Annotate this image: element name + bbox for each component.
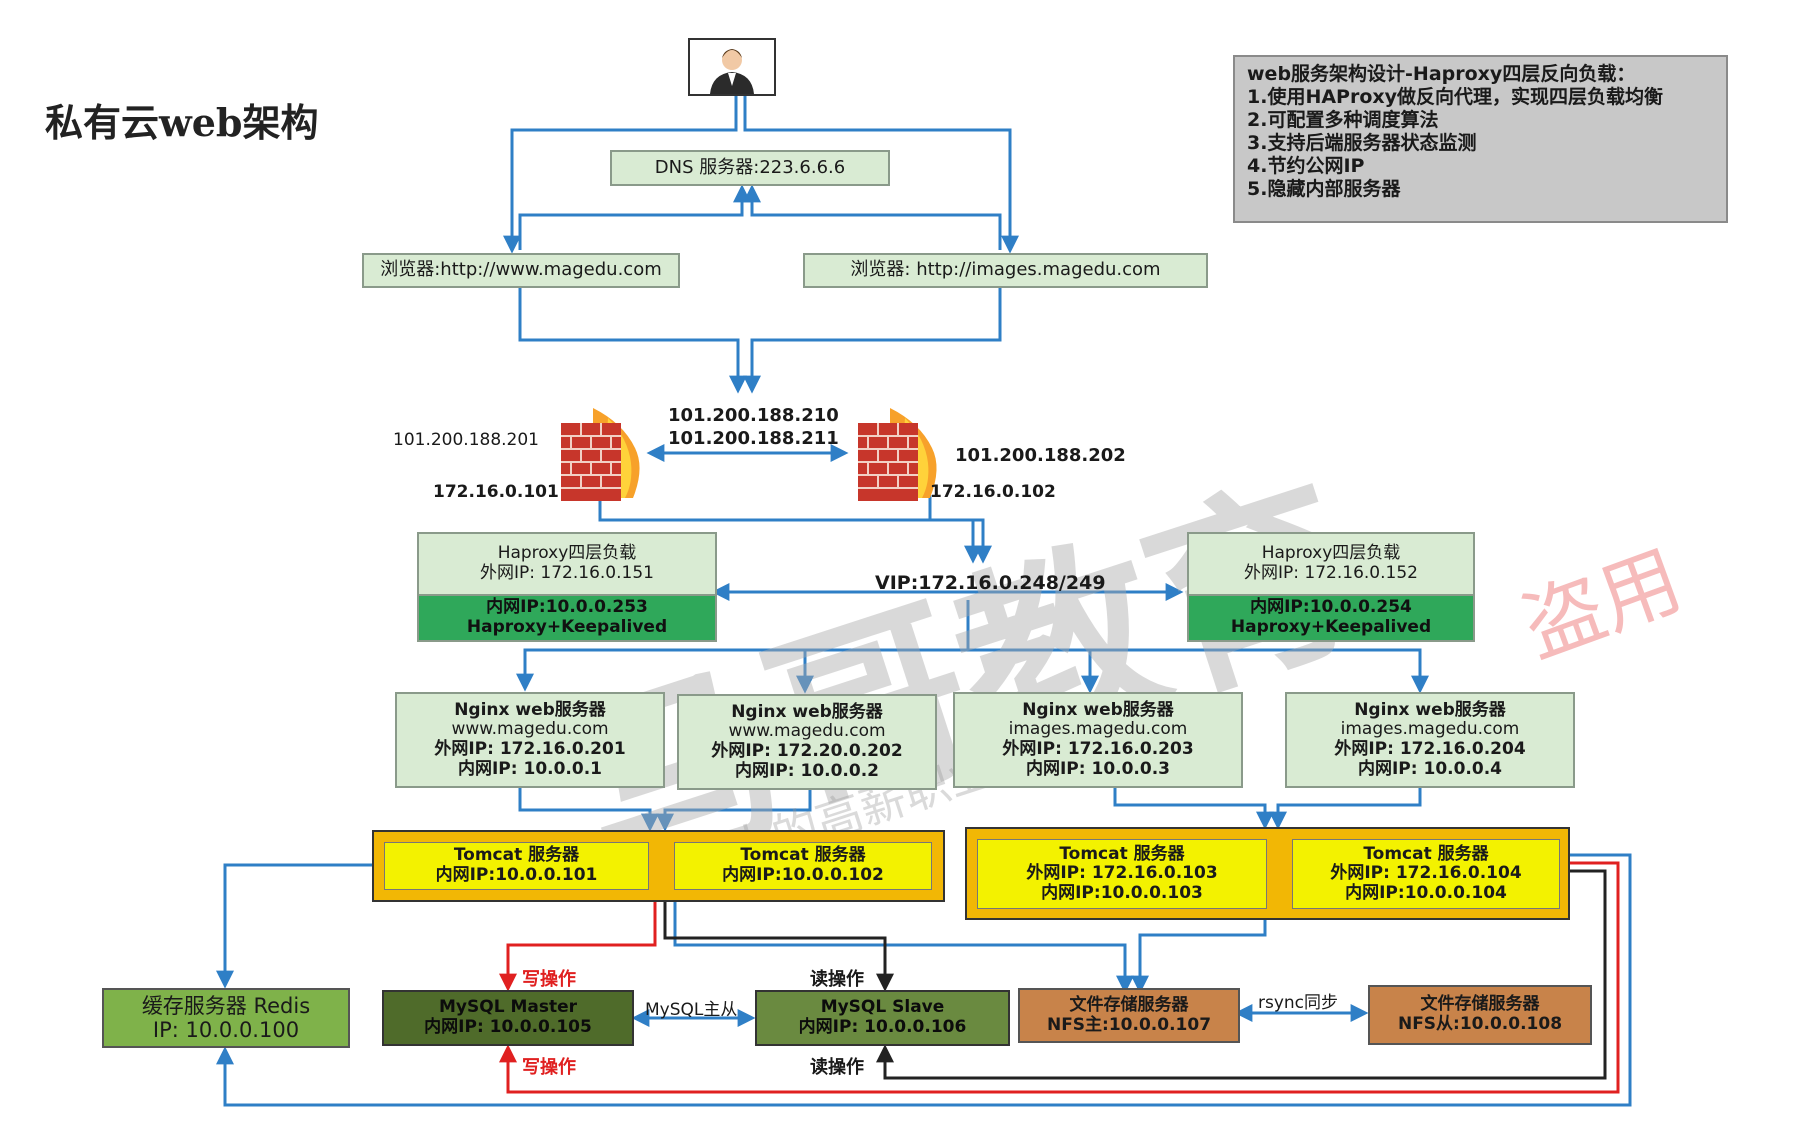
firewall-icon — [553, 398, 653, 508]
haproxy-ext-ip: 外网IP: 172.16.0.152 — [1244, 563, 1418, 583]
nginx-server-2: Nginx web服务器 www.magedu.com 外网IP: 172.20… — [677, 694, 937, 790]
mysql-slave-ip: 内网IP: 10.0.0.106 — [798, 1017, 967, 1037]
nginx-server-4: Nginx web服务器 images.magedu.com 外网IP: 172… — [1285, 692, 1575, 788]
nginx-int-ip: 内网IP: 10.0.0.2 — [734, 760, 880, 781]
browser-images: 浏览器: http://images.magedu.com — [803, 253, 1208, 288]
haproxy-title: Haproxy四层负载 — [1261, 543, 1401, 564]
nginx-title: Nginx web服务器 — [731, 701, 883, 722]
tomcat-int-ip: 内网IP:10.0.0.101 — [435, 865, 598, 885]
browser-label: 浏览器: http://images.magedu.com — [850, 259, 1161, 281]
nginx-int-ip: 内网IP: 10.0.0.1 — [457, 758, 603, 779]
redis-server: 缓存服务器 Redis IP: 10.0.0.100 — [102, 988, 350, 1048]
dns-server: DNS 服务器:223.6.6.6 — [610, 150, 890, 186]
nginx-int-ip: 内网IP: 10.0.0.4 — [1357, 758, 1503, 779]
nginx-int-ip: 内网IP: 10.0.0.3 — [1025, 758, 1171, 779]
legend-title: web服务架构设计-Haproxy四层反向负载： — [1247, 63, 1636, 85]
haproxy-node-2: Haproxy四层负载 外网IP: 172.16.0.152 内网IP:10.0… — [1187, 532, 1475, 642]
nginx-ext-ip: 外网IP: 172.20.0.202 — [711, 741, 903, 761]
user-icon — [688, 38, 776, 96]
legend-box: web服务架构设计-Haproxy四层反向负载： 1.使用HAProxy做反向代… — [1233, 55, 1728, 223]
nfs-slave-ip: NFS从:10.0.0.108 — [1397, 1014, 1563, 1034]
mysql-master: MySQL Master 内网IP: 10.0.0.105 — [382, 990, 634, 1046]
redis-ip: IP: 10.0.0.100 — [152, 1018, 300, 1042]
legend-item: 5.隐藏内部服务器 — [1247, 178, 1401, 200]
mysql-master-ip: 内网IP: 10.0.0.105 — [424, 1017, 592, 1037]
legend-item: 1.使用HAProxy做反向代理，实现四层负载均衡 — [1247, 86, 1664, 108]
mysql-slave: MySQL Slave 内网IP: 10.0.0.106 — [755, 990, 1010, 1046]
haproxy-title: Haproxy四层负载 — [497, 543, 637, 564]
dns-label: DNS 服务器:223.6.6.6 — [654, 156, 846, 178]
firewall-shared-ip: 101.200.188.211 — [668, 428, 839, 449]
haproxy-role: Haproxy+Keepalived — [1230, 617, 1432, 637]
firewall-shared-ip: 101.200.188.210 — [668, 405, 839, 426]
tomcat-title: Tomcat 服务器 — [453, 845, 580, 866]
nginx-domain: www.magedu.com — [728, 721, 886, 742]
nfs-slave: 文件存储服务器 NFS从:10.0.0.108 — [1368, 985, 1592, 1045]
nfs-master: 文件存储服务器 NFS主:10.0.0.107 — [1018, 988, 1240, 1043]
nginx-domain: images.magedu.com — [1008, 719, 1188, 740]
tomcat-ext-ip: 外网IP: 172.16.0.104 — [1330, 863, 1522, 884]
nginx-ext-ip: 外网IP: 172.16.0.201 — [434, 739, 626, 759]
write-op-label: 写操作 — [522, 969, 576, 990]
vip-label: VIP:172.16.0.248/249 — [875, 572, 1106, 594]
firewall-right-private-ip: 172.16.0.102 — [930, 482, 1056, 502]
nginx-title: Nginx web服务器 — [1354, 699, 1506, 720]
nginx-title: Nginx web服务器 — [1022, 699, 1174, 720]
nginx-title: Nginx web服务器 — [454, 699, 606, 720]
tomcat-title: Tomcat 服务器 — [740, 845, 866, 866]
tomcat-group-left: Tomcat 服务器 内网IP:10.0.0.101 Tomcat 服务器 内网… — [372, 830, 945, 902]
tomcat-server-2: Tomcat 服务器 内网IP:10.0.0.102 — [674, 842, 932, 890]
nfs-sync-label: rsync同步 — [1258, 993, 1339, 1013]
nfs-slave-title: 文件存储服务器 — [1420, 994, 1540, 1015]
haproxy-ext-ip: 外网IP: 172.16.0.151 — [480, 563, 654, 583]
browser-label: 浏览器:http://www.magedu.com — [380, 259, 662, 281]
mysql-master-title: MySQL Master — [439, 997, 577, 1018]
nginx-ext-ip: 外网IP: 172.16.0.203 — [1002, 739, 1194, 759]
nfs-master-ip: NFS主:10.0.0.107 — [1046, 1014, 1212, 1035]
firewall-left-private-ip: 172.16.0.101 — [433, 482, 559, 502]
tomcat-group-right: Tomcat 服务器 外网IP: 172.16.0.103 内网IP:10.0.… — [965, 827, 1570, 920]
page-title: 私有云web架构 — [45, 100, 319, 145]
legend-item: 2.可配置多种调度算法 — [1247, 109, 1439, 131]
legend-item: 3.支持后端服务器状态监测 — [1247, 132, 1477, 154]
legend-item: 4.节约公网IP — [1247, 155, 1365, 177]
firewall-icon — [850, 398, 950, 508]
redis-title: 缓存服务器 Redis — [141, 993, 311, 1018]
tomcat-int-ip: 内网IP:10.0.0.104 — [1345, 882, 1507, 903]
mysql-slave-title: MySQL Slave — [820, 997, 945, 1018]
mysql-replication-label: MySQL主从 — [645, 1000, 738, 1020]
tomcat-server-1: Tomcat 服务器 内网IP:10.0.0.101 — [384, 842, 649, 890]
tomcat-title: Tomcat 服务器 — [1363, 843, 1489, 864]
nginx-server-1: Nginx web服务器 www.magedu.com 外网IP: 172.16… — [395, 692, 665, 788]
tomcat-ext-ip: 外网IP: 172.16.0.103 — [1026, 863, 1218, 884]
firewall-left-public-ip: 101.200.188.201 — [393, 430, 540, 450]
nginx-server-3: Nginx web服务器 images.magedu.com 外网IP: 172… — [953, 692, 1243, 788]
read-op-label: 读操作 — [810, 969, 864, 990]
haproxy-role: Haproxy+Keepalived — [466, 617, 668, 637]
tomcat-int-ip: 内网IP:10.0.0.102 — [722, 865, 884, 885]
write-op-label: 写操作 — [522, 1057, 576, 1078]
haproxy-node-1: Haproxy四层负载 外网IP: 172.16.0.151 内网IP:10.0… — [417, 532, 717, 642]
read-op-label: 读操作 — [810, 1057, 864, 1078]
firewall-right-public-ip: 101.200.188.202 — [955, 445, 1126, 466]
nginx-domain: www.magedu.com — [451, 719, 609, 740]
tomcat-title: Tomcat 服务器 — [1059, 843, 1185, 864]
tomcat-server-4: Tomcat 服务器 外网IP: 172.16.0.104 内网IP:10.0.… — [1292, 839, 1560, 909]
nfs-master-title: 文件存储服务器 — [1069, 994, 1189, 1015]
nginx-ext-ip: 外网IP: 172.16.0.204 — [1334, 739, 1526, 759]
browser-www: 浏览器:http://www.magedu.com — [362, 253, 680, 288]
tomcat-int-ip: 内网IP:10.0.0.103 — [1041, 882, 1203, 903]
haproxy-int-ip: 内网IP:10.0.0.254 — [1250, 597, 1412, 618]
nginx-domain: images.magedu.com — [1340, 719, 1520, 740]
haproxy-int-ip: 内网IP:10.0.0.253 — [486, 597, 648, 618]
tomcat-server-3: Tomcat 服务器 外网IP: 172.16.0.103 内网IP:10.0.… — [977, 839, 1267, 909]
